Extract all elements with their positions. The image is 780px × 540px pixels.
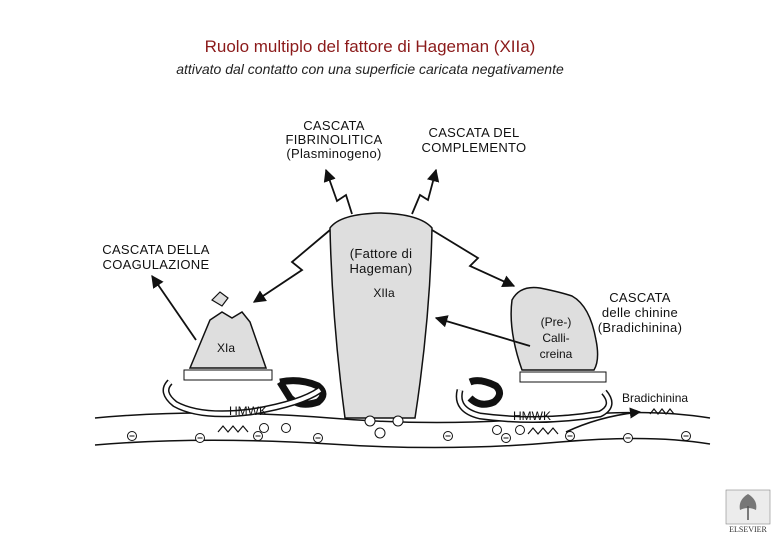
hageman-label-1: (Fattore di [350,246,413,261]
hmwk-right-label: HMWK [513,409,551,423]
svg-text:ELSEVIER: ELSEVIER [729,525,767,534]
xia-label: XIa [217,341,235,355]
precallicreina-label-3: creina [540,347,573,361]
hageman-label-2: Hageman) [349,261,412,276]
svg-text:(Bradichinina): (Bradichinina) [598,320,682,335]
xia-fragment [211,291,229,307]
svg-text:COAGULAZIONE: COAGULAZIONE [103,257,210,272]
page-title: Ruolo multiplo del fattore di Hageman (X… [204,37,536,56]
svg-text:FIBRINOLITICA: FIBRINOLITICA [285,132,382,147]
label-chinine: CASCATA delle chinine (Bradichinina) [598,290,682,335]
page-subtitle: attivato dal contatto con una superficie… [176,61,564,77]
bradichinina-arrow [565,407,642,433]
svg-text:COMPLEMENTO: COMPLEMENTO [422,140,527,155]
precallicreina-shape [510,286,599,371]
negative-charges [127,431,691,443]
hageman-factor-shape [329,212,433,419]
label-complemento: CASCATA DEL COMPLEMENTO [422,125,527,155]
activation-arrows [151,168,531,347]
hmwk-right-zigzag [527,427,559,435]
positive-charges-hageman [364,415,404,439]
hmwk-left-label: HMWK [229,404,267,418]
svg-text:CASCATA: CASCATA [609,290,671,305]
xia-connector [183,369,273,381]
positive-charges-left [259,423,291,433]
svg-text:CASCATA: CASCATA [303,118,365,133]
hmwk-left-zigzag [217,425,249,433]
precallicreina-connector [519,371,607,383]
label-coagulazione: CASCATA DELLA COAGULAZIONE [102,242,209,272]
bradichinina-zigzag [649,408,675,415]
precallicreina-label-2: Calli- [542,331,569,345]
hageman-label-3: XIIa [373,286,395,300]
elsevier-logo: ELSEVIER [725,489,771,534]
xia-shape [188,311,268,369]
label-fibrinolitica: CASCATA FIBRINOLITICA (Plasminogeno) [285,118,382,161]
precallicreina-label-1: (Pre-) [541,315,572,329]
svg-text:CASCATA DELLA: CASCATA DELLA [102,242,209,257]
svg-text:(Plasminogeno): (Plasminogeno) [286,146,381,161]
svg-text:delle chinine: delle chinine [602,305,678,320]
positive-charges-right [492,425,525,435]
bradichinina-label: Bradichinina [622,391,688,405]
svg-text:CASCATA DEL: CASCATA DEL [429,125,520,140]
